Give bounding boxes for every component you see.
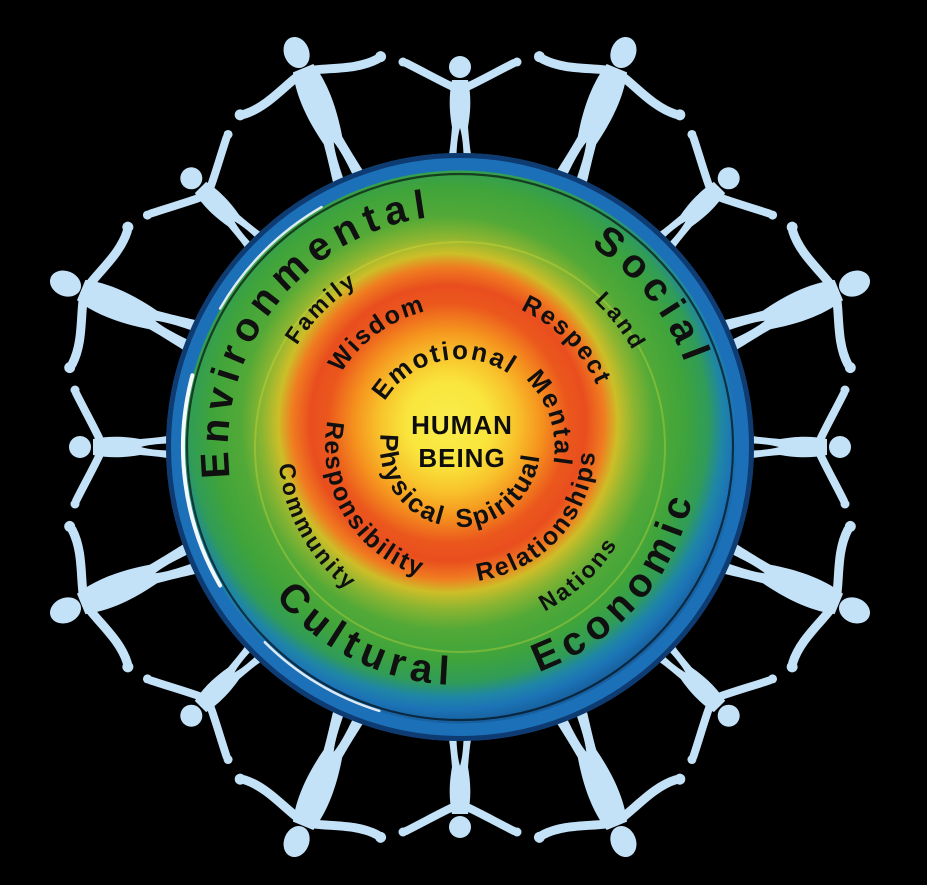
center-label: HUMAN BEING [411, 410, 513, 473]
gradient-disc [166, 153, 754, 741]
rim-highlight-arc-upper-left [218, 205, 323, 310]
rim-highlight-arc-lower-left [263, 640, 381, 713]
circle-group [166, 153, 754, 741]
blue-rim-ring [170, 157, 750, 737]
faint-yellow-ring [254, 241, 666, 653]
navy-edge-ring [166, 153, 754, 741]
inner-dark-ring [185, 172, 735, 722]
center-line1: HUMAN [411, 410, 513, 440]
rim-highlight-arc-left [181, 373, 223, 588]
center-line2: BEING [418, 443, 505, 473]
